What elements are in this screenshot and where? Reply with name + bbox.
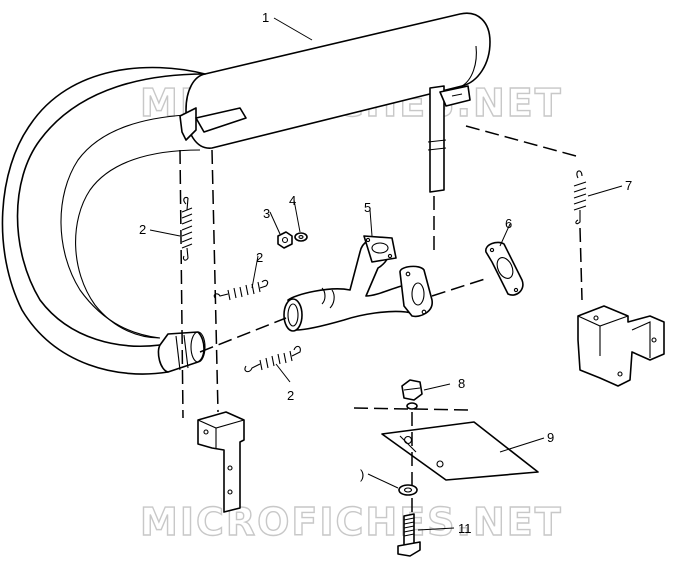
callout-10: ) bbox=[360, 467, 364, 482]
nut-8 bbox=[401, 379, 423, 410]
callout-8: 8 bbox=[458, 376, 465, 391]
callout-4: 4 bbox=[289, 193, 296, 208]
callout-2-lower: 2 bbox=[287, 388, 294, 403]
washer-4 bbox=[294, 232, 308, 242]
callout-5: 5 bbox=[364, 200, 371, 215]
bracket-left bbox=[197, 411, 245, 513]
spring-left bbox=[181, 196, 193, 261]
washer-10 bbox=[398, 484, 418, 496]
bracket-right bbox=[577, 305, 665, 387]
callout-11: 11 bbox=[458, 521, 472, 536]
spring-middle bbox=[213, 279, 269, 301]
callout-9: 9 bbox=[547, 430, 554, 445]
callouts: 1 2 2 2 3 4 5 6 7 8 9 ) 11 bbox=[139, 10, 632, 536]
watermark-bottom: MICROFICHES.NET bbox=[140, 500, 563, 544]
alignment-lines bbox=[179, 125, 583, 512]
callout-2-left: 2 bbox=[139, 222, 146, 237]
callout-2-middle: 2 bbox=[256, 250, 263, 265]
spring-right bbox=[573, 170, 587, 225]
callout-1: 1 bbox=[262, 10, 269, 25]
y-pipe bbox=[283, 235, 433, 332]
leader-lines bbox=[149, 17, 623, 531]
plate-9 bbox=[381, 421, 539, 481]
bolt-11 bbox=[397, 513, 421, 557]
muffler-pipe bbox=[1, 12, 491, 375]
callout-3: 3 bbox=[263, 206, 270, 221]
nut-3 bbox=[277, 231, 293, 249]
spring-lower bbox=[244, 345, 301, 373]
callout-7: 7 bbox=[625, 178, 632, 193]
callout-6: 6 bbox=[505, 216, 512, 231]
gasket-6 bbox=[485, 241, 524, 296]
